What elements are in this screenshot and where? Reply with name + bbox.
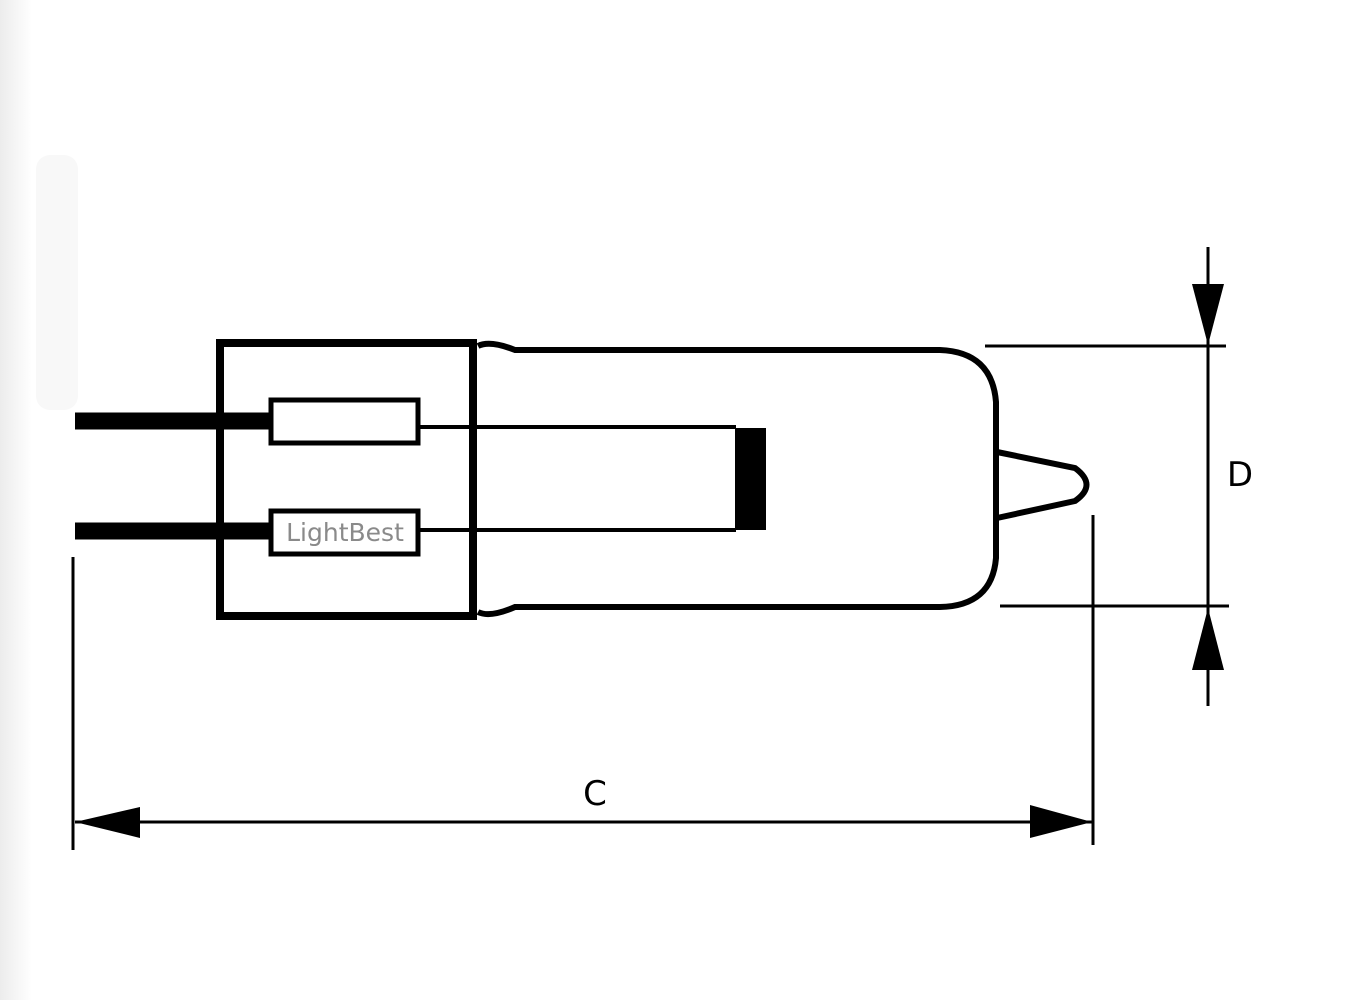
faint-background-shape — [36, 155, 78, 410]
seal-top — [268, 397, 421, 446]
watermark: LightBest — [286, 518, 404, 547]
dimension-d — [985, 247, 1229, 706]
bulb-tip — [996, 449, 1090, 521]
arrow-down-icon — [1192, 284, 1224, 345]
dimension-label-d: D — [1227, 455, 1253, 495]
lamp — [75, 339, 1090, 620]
dimension-label-c: C — [583, 774, 607, 814]
lamp-base — [216, 339, 477, 620]
seal-bottom — [268, 508, 421, 557]
dimension-c — [71, 515, 1095, 850]
arrow-left-icon — [75, 807, 140, 838]
arrow-right-icon — [1030, 805, 1092, 838]
filament — [735, 428, 766, 530]
glass-bulb — [476, 340, 999, 618]
arrow-up-icon — [1192, 608, 1224, 670]
left-edge-shade — [0, 0, 32, 1000]
